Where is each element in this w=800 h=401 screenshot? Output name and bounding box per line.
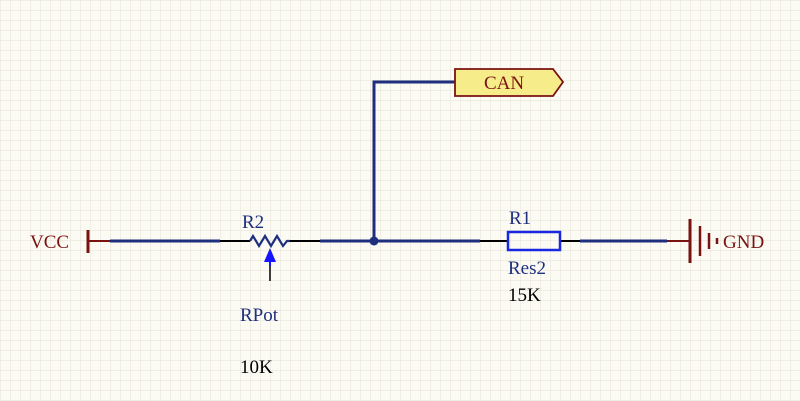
junction-dot <box>369 236 379 246</box>
r1-value: 15K <box>508 285 541 306</box>
r2-comment: RPot <box>240 305 279 326</box>
potentiometer-r2[interactable]: R2 RPot 10K <box>220 212 320 378</box>
r2-value: 10K <box>240 357 273 378</box>
can-net-port[interactable]: CAN <box>454 68 565 97</box>
gnd-label: GND <box>723 232 764 253</box>
r1-designator: R1 <box>509 208 531 229</box>
wire-junction-to-can[interactable] <box>372 80 455 241</box>
gnd-power-port[interactable]: GND <box>667 219 764 263</box>
vcc-power-port[interactable]: VCC <box>30 230 110 253</box>
can-label: CAN <box>484 73 524 94</box>
resistor-r1[interactable]: R1 Res2 15K <box>480 208 580 306</box>
vcc-label: VCC <box>30 232 69 253</box>
r2-designator: R2 <box>242 212 264 233</box>
r1-comment: Res2 <box>508 258 546 279</box>
